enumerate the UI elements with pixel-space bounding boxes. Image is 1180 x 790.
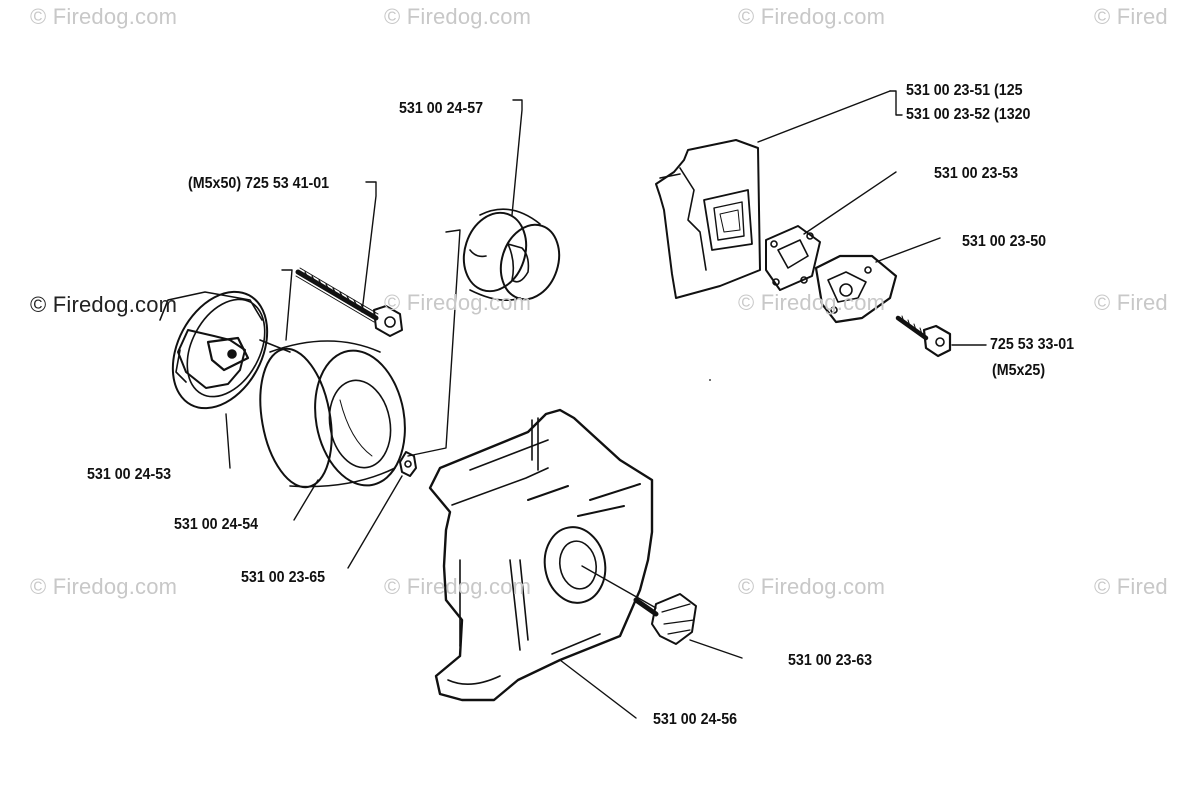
- watermark: © Fired: [1094, 574, 1168, 599]
- watermark: © Fired: [1094, 290, 1168, 315]
- watermark: © Firedog.com: [384, 290, 532, 315]
- part-label: 531 00 23-52 (1320: [906, 106, 1031, 123]
- nut-531-00-23-65: [399, 451, 417, 477]
- leader-lines: [225, 90, 987, 719]
- watermark: © Fired: [1094, 4, 1168, 29]
- part-label: 725 53 33-01: [990, 336, 1075, 353]
- watermark: © Firedog.com: [384, 574, 532, 599]
- air-filter-element: [259, 340, 406, 489]
- part-label: 531 00 23-63: [788, 652, 873, 669]
- watermark: © Firedog.com: [738, 4, 886, 29]
- part-label: 531 00 23-65: [241, 569, 326, 586]
- knob-531-00-23-63: [633, 593, 697, 645]
- screw-m5x25: [895, 315, 952, 358]
- watermark: © Firedog.com: [30, 4, 178, 29]
- watermark: © Firedog.com: [738, 290, 886, 315]
- cylinder-cover: [428, 408, 654, 702]
- part-label: 531 00 23-53: [934, 165, 1019, 182]
- part-label: 531 00 24-53: [87, 466, 172, 483]
- part-label: 531 00 24-57: [399, 100, 484, 117]
- part-label: (M5x25): [992, 362, 1046, 379]
- filter-holder-plate: [159, 290, 291, 410]
- heat-shield-plate: [655, 139, 761, 299]
- part-label: 531 00 24-54: [174, 516, 259, 533]
- watermark: © Firedog.com: [738, 574, 886, 599]
- watermark: © Firedog.com: [30, 292, 178, 317]
- part-label: 531 00 24-56: [653, 711, 738, 728]
- gasket-531-00-23-53: [765, 225, 821, 291]
- part-label: 531 00 23-50: [962, 233, 1047, 250]
- filter-cap: [462, 208, 561, 301]
- watermark: © Firedog.com: [384, 4, 532, 29]
- part-label: (M5x50) 725 53 41-01: [188, 175, 330, 192]
- watermark: © Firedog.com: [30, 574, 178, 599]
- intake-adapter-531-00-23-50: [814, 254, 898, 324]
- part-label: 531 00 23-51 (125: [906, 82, 1023, 99]
